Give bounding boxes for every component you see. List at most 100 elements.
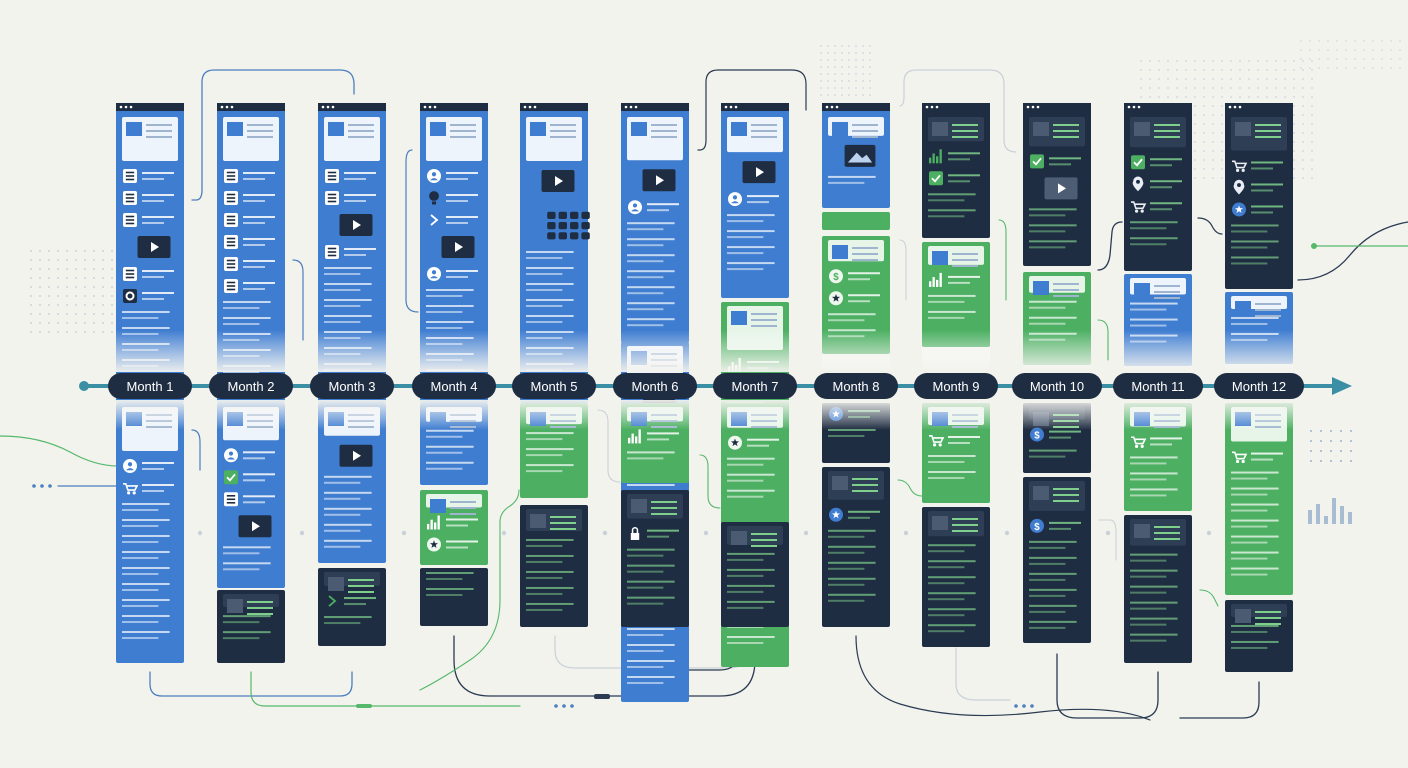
hero-text-line <box>550 528 576 530</box>
connector-dot <box>1105 530 1111 536</box>
card-text-line <box>828 181 865 184</box>
card-text-line <box>828 545 876 548</box>
card-fade <box>318 330 386 372</box>
card-text-line <box>526 267 574 269</box>
hero-thumb <box>1134 524 1150 538</box>
connector-line <box>419 489 520 691</box>
card-text-line <box>446 524 468 527</box>
card-text-line <box>928 550 965 553</box>
connector-line <box>0 435 119 467</box>
month-pill-bg <box>412 373 496 399</box>
card-fade <box>721 400 789 430</box>
card-text-line <box>122 615 170 617</box>
card-fade <box>520 330 588 372</box>
card-text-line <box>122 583 170 585</box>
card-text-line <box>948 174 980 177</box>
card-text-line <box>647 432 679 435</box>
hero-text-line <box>550 522 576 524</box>
hero-thumb <box>932 516 948 530</box>
hero-text-line <box>1154 136 1180 138</box>
card-text-line <box>828 599 865 602</box>
card-text-line <box>526 321 563 323</box>
connector-line <box>597 409 621 483</box>
card-text-line <box>928 566 965 569</box>
card-text-line <box>324 539 372 542</box>
book-icon <box>224 191 238 205</box>
card-text-line <box>243 216 275 218</box>
card-text-line <box>1029 230 1066 233</box>
window-dot <box>1127 105 1131 109</box>
card-text-line <box>446 270 478 272</box>
window-chrome <box>922 103 990 111</box>
hero-text-line <box>751 124 777 126</box>
hero-text-line <box>348 591 374 593</box>
hero-thumb <box>1033 486 1049 500</box>
card-text-line <box>828 313 876 316</box>
card-text-line <box>928 582 965 585</box>
card-text-line <box>344 172 376 174</box>
card-text-line <box>627 554 664 557</box>
screen-card-dark <box>1124 515 1192 663</box>
card-text-line <box>324 289 361 291</box>
card-text-line <box>122 621 159 623</box>
screen-card-dark <box>621 490 689 627</box>
hero-text-line <box>852 124 878 126</box>
card-text-line <box>1231 630 1268 633</box>
card-text-line <box>243 260 275 262</box>
card-text-line <box>928 455 976 457</box>
card-body <box>1225 403 1293 595</box>
window-chrome <box>520 103 588 111</box>
hero-text-line <box>751 313 777 315</box>
hero-text-line <box>247 613 273 615</box>
card-text-line <box>243 266 265 268</box>
card-text-line <box>122 327 170 329</box>
window-dot <box>230 105 234 109</box>
card-text-line <box>324 622 361 625</box>
card-text-line <box>727 606 764 609</box>
card-text-line <box>122 503 170 505</box>
card-text-line <box>1029 224 1077 227</box>
card-text-line <box>344 603 366 606</box>
cart-icon <box>1232 160 1248 172</box>
window-dot <box>321 105 325 109</box>
month-label: Month 7 <box>732 379 779 394</box>
card-text-line <box>446 546 468 549</box>
hero-text-line <box>751 545 777 547</box>
card-text-line <box>928 209 976 212</box>
hero-text-line <box>1255 309 1281 311</box>
hero-text-line <box>852 247 878 249</box>
hero-text-line <box>952 253 978 255</box>
hero-text-line <box>1154 297 1180 299</box>
ellipsis-dot <box>40 484 44 488</box>
ellipsis-dot <box>554 704 558 708</box>
card-fade <box>1023 330 1091 372</box>
connector-dot <box>1311 243 1317 249</box>
card-text-line <box>223 615 271 618</box>
hero-text-line <box>1255 617 1281 619</box>
card-text-line <box>426 461 474 464</box>
ellipsis-dot <box>32 484 36 488</box>
card-text-line <box>243 282 275 284</box>
card-text-line <box>647 209 669 212</box>
card-text-line <box>727 584 775 587</box>
hero-text-line <box>348 585 374 587</box>
connector-dot <box>197 530 203 536</box>
card-text-line <box>627 570 664 573</box>
hero-text-line <box>1053 289 1079 291</box>
window-dot <box>129 105 133 109</box>
card-fade <box>116 330 184 372</box>
card-text-line <box>426 572 474 574</box>
text-icon <box>325 191 339 205</box>
card-text-line <box>627 308 664 311</box>
card-text-line <box>627 602 664 605</box>
card-text-line <box>243 178 265 180</box>
check-icon <box>929 171 943 186</box>
connector-handle <box>594 694 610 699</box>
card-text-line <box>848 510 880 513</box>
hero-text-line <box>751 130 777 132</box>
card-text-line <box>223 552 260 555</box>
card-body <box>621 490 689 627</box>
card-text-line <box>727 642 764 644</box>
card-text-line <box>828 567 865 570</box>
card-text-line <box>122 535 170 537</box>
